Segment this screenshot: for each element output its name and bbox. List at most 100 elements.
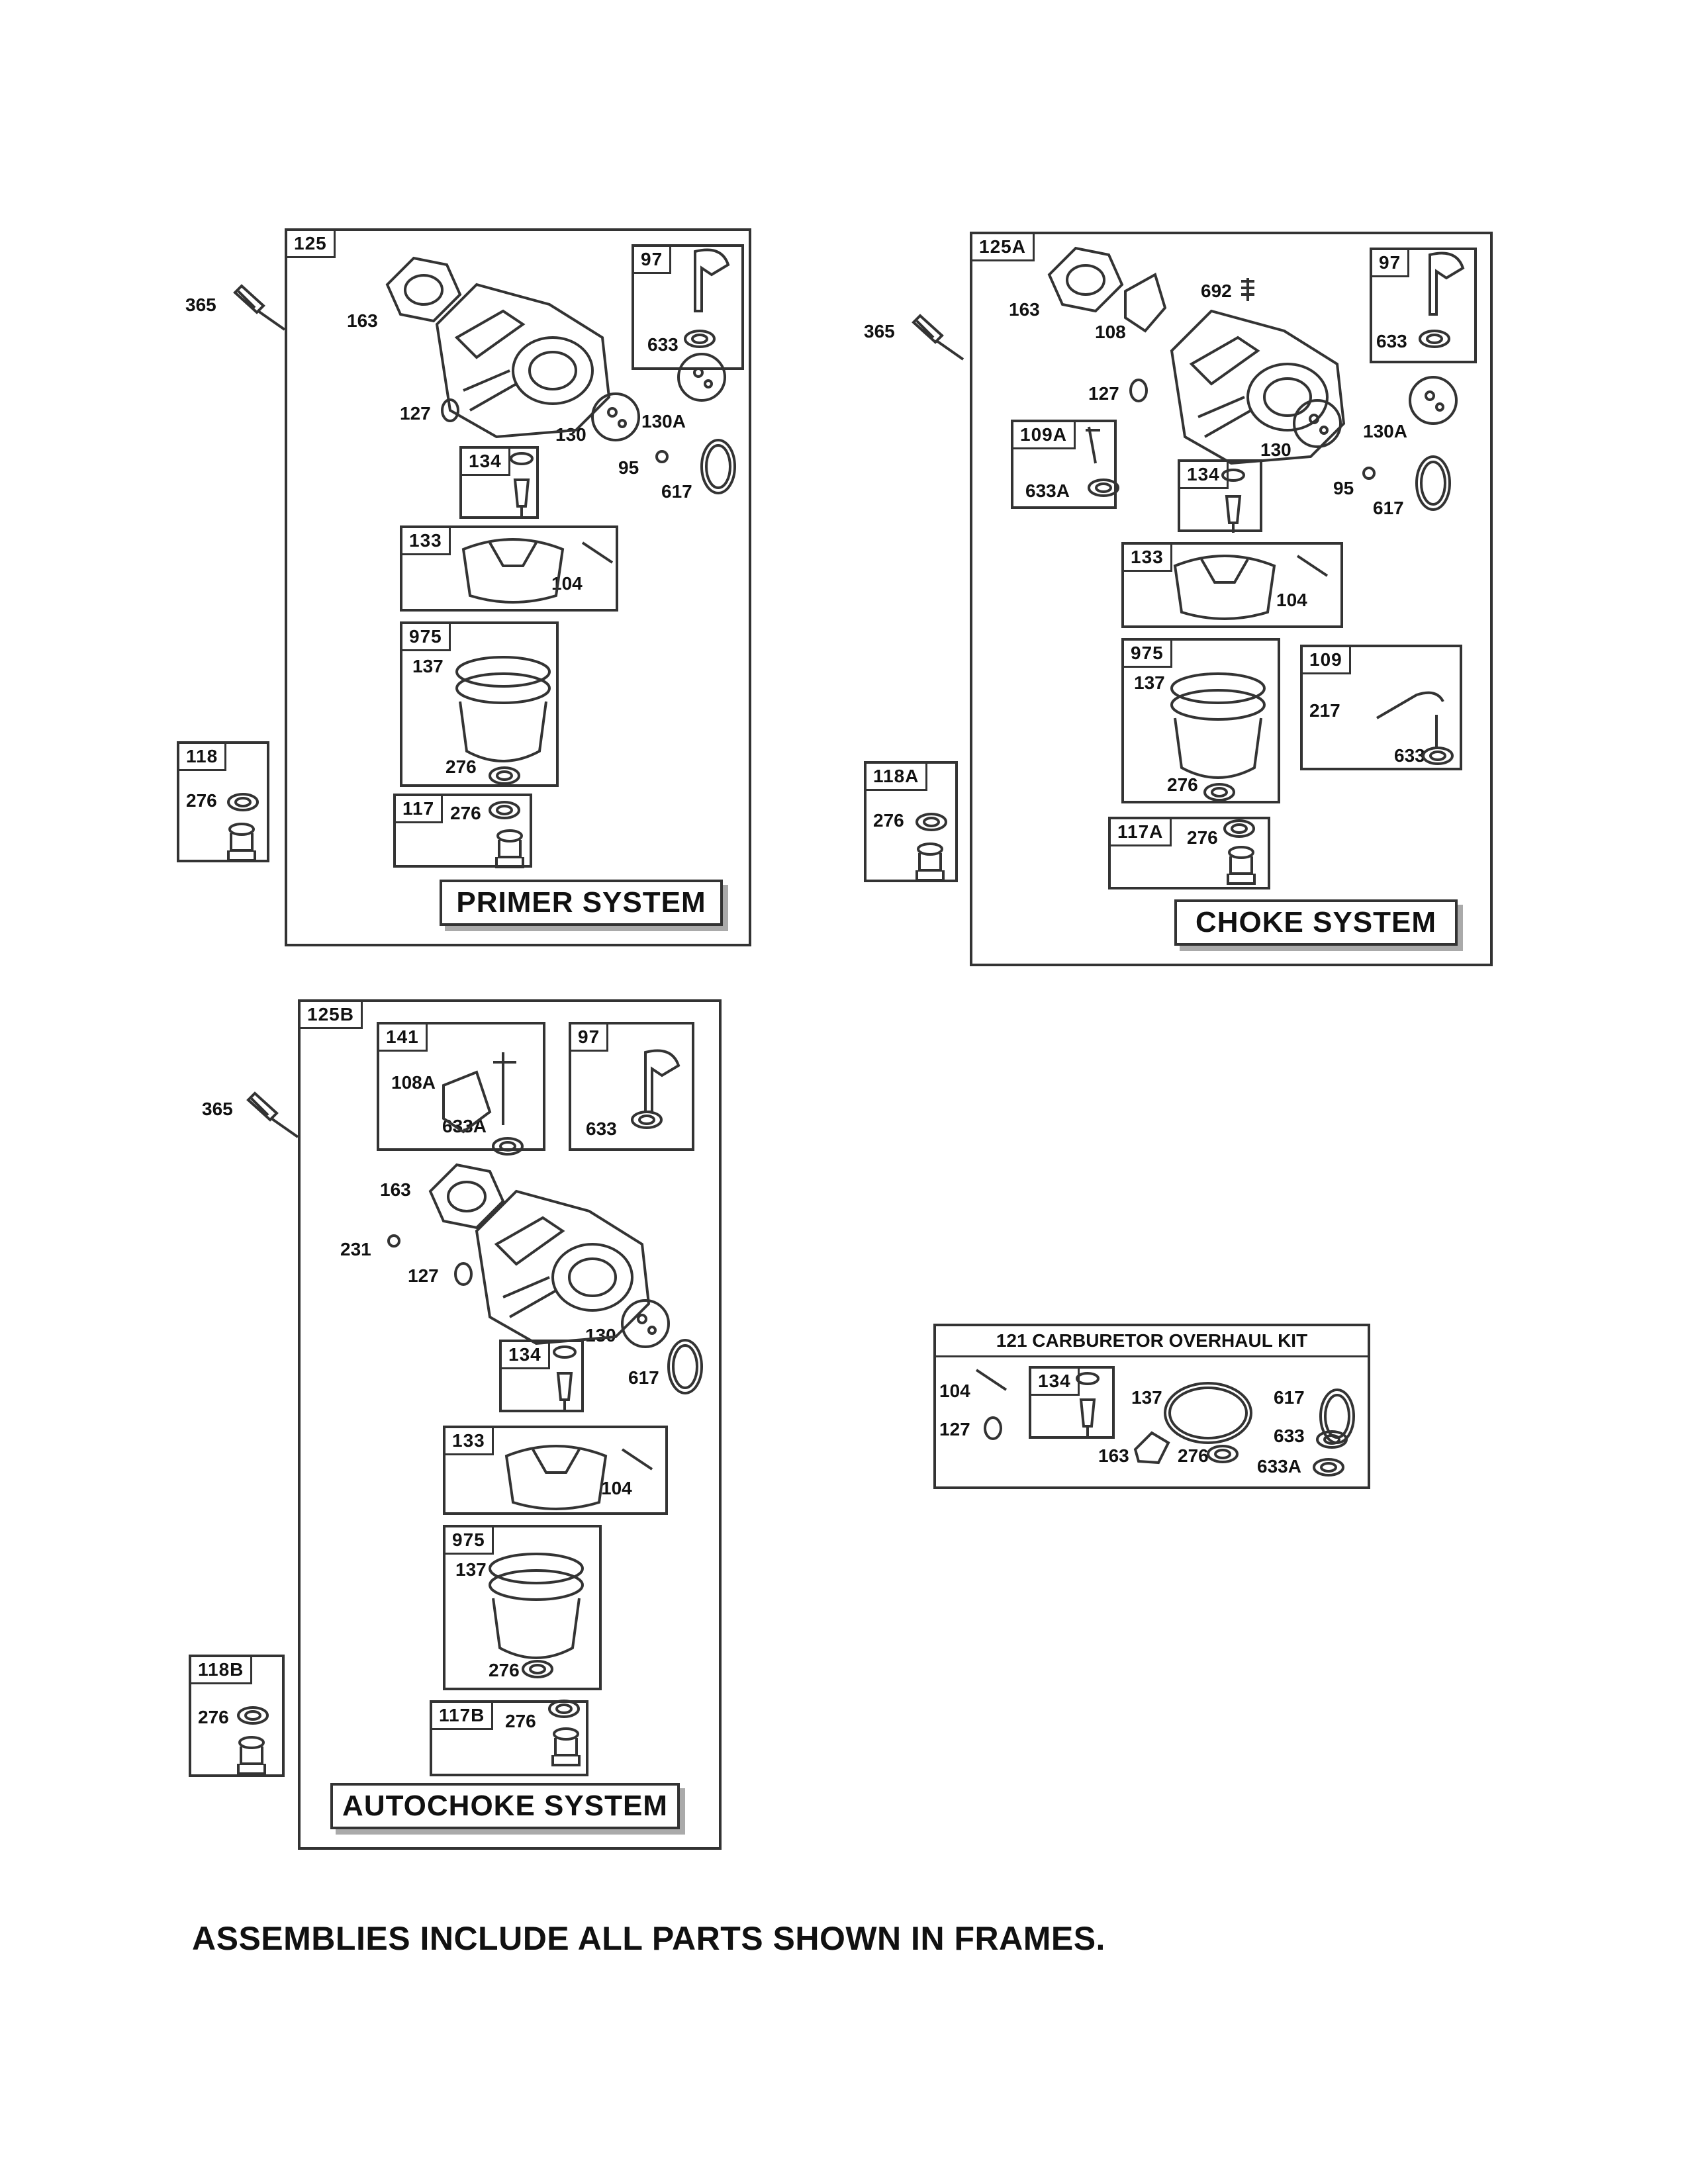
kit-pin-label: 104 (939, 1381, 970, 1401)
float-pin-label: 104 (1276, 590, 1307, 610)
kit-gasket-label: 137 (1131, 1387, 1162, 1408)
primer-system-frame: 125 97 633 163 127 130 130A 95 617 134 1… (285, 228, 751, 946)
oring-label: 617 (1373, 498, 1404, 518)
autochoke-system-title: AUTOCHOKE SYSTEM (330, 1783, 680, 1829)
shaft-part-label: 633A (1025, 480, 1070, 501)
oring-label: 617 (628, 1367, 659, 1388)
bowl-box-id: 975 (1124, 641, 1172, 668)
nut-box-id: 117 (396, 796, 444, 823)
nut-box: 117A 276 (1108, 817, 1270, 889)
lever-box: 97 633 (569, 1022, 694, 1151)
bowl-box: 975 137 276 (1121, 638, 1280, 803)
frame-id-tag: 125 (287, 231, 336, 258)
primer-side-box: 118 276 (177, 741, 269, 862)
choke-screw-label: 365 (864, 321, 895, 341)
lever-box: 97 633 (632, 244, 744, 370)
gasket-label: 163 (380, 1179, 411, 1200)
gasket-label: 163 (1009, 299, 1040, 320)
kit-oring-label: 617 (1274, 1387, 1305, 1408)
needle-box-id: 134 (462, 449, 510, 476)
seal-label: 127 (408, 1265, 439, 1286)
bowl-box: 975 137 276 (400, 621, 559, 787)
cover-label: 130A (1363, 421, 1407, 441)
autochoke-screw-label: 365 (202, 1099, 233, 1119)
kit-part1-label: 633 (1274, 1426, 1305, 1446)
primer-side-box-id: 118 (179, 744, 227, 771)
kit-gasket2-label: 163 (1098, 1445, 1129, 1466)
small-screw-label: 231 (340, 1239, 371, 1259)
lever-box-id: 97 (571, 1024, 609, 1052)
bowl-box: 975 137 276 (443, 1525, 602, 1690)
nut-box: 117B 276 (430, 1700, 588, 1776)
float-pin-label: 104 (551, 573, 583, 594)
spring-label: 692 (1201, 281, 1232, 301)
spring-box: 109 217 633 (1300, 645, 1462, 770)
shaft-part-label: 633A (442, 1116, 487, 1136)
float-pin-label: 104 (601, 1478, 632, 1498)
bulb-label: 130 (1260, 439, 1291, 460)
overhaul-kit-title: 121 CARBURETOR OVERHAUL KIT (936, 1326, 1368, 1357)
spring-box-part-label: 633 (1394, 745, 1425, 766)
primer-system-title: PRIMER SYSTEM (440, 880, 723, 926)
choke-system-frame: 125A 163 108 692 127 130 130A 95 617 97 … (970, 232, 1493, 966)
bulb-label: 130 (585, 1325, 616, 1345)
float-box: 133 104 (1121, 542, 1343, 628)
small-screw-label: 95 (618, 457, 639, 478)
spring-box-id: 109 (1303, 647, 1351, 674)
bowl-box-id: 975 (445, 1527, 494, 1555)
shaft-box-id: 141 (379, 1024, 428, 1052)
lever-part-label: 633 (647, 334, 679, 355)
needle-box: 134 (459, 446, 539, 519)
needle-box: 134 (499, 1340, 584, 1412)
kit-seal-label: 127 (939, 1419, 970, 1439)
needle-box: 134 (1178, 459, 1262, 532)
seal-label: 127 (1088, 383, 1119, 404)
overhaul-kit-frame: 121 CARBURETOR OVERHAUL KIT 104 127 134 … (933, 1324, 1370, 1489)
nut-washer-label: 276 (1187, 827, 1218, 848)
choke-side-box: 118A 276 (864, 761, 958, 882)
autochoke-system-frame: 125B 141 108A 633A 97 633 163 231 127 13… (298, 999, 722, 1850)
nut-box-id: 117A (1111, 819, 1172, 846)
kit-part2-label: 633A (1257, 1456, 1301, 1477)
primer-bulb-label: 130 (555, 424, 586, 445)
nut-box-id: 117B (432, 1703, 494, 1730)
bowl-gasket-label: 137 (455, 1559, 487, 1580)
float-box: 133 104 (443, 1426, 668, 1515)
autochoke-side-washer-label: 276 (198, 1707, 229, 1727)
nut-box: 117 276 (393, 794, 532, 868)
kit-needle-box-id: 134 (1031, 1369, 1080, 1396)
frame-id-tag: 125A (972, 234, 1035, 261)
cover-label: 130A (641, 411, 686, 432)
choke-side-washer-label: 276 (873, 810, 904, 831)
autochoke-side-box-id: 118B (191, 1657, 253, 1684)
gasket-label: 163 (347, 310, 378, 331)
shaft-box-id: 109A (1013, 422, 1076, 449)
float-box-id: 133 (445, 1428, 494, 1455)
lever-box-id: 97 (1372, 250, 1410, 277)
lever-part-label: 633 (1376, 331, 1407, 351)
nut-washer-label: 276 (505, 1711, 536, 1731)
needle-box-id: 134 (502, 1342, 550, 1369)
kit-washer-label: 276 (1178, 1445, 1209, 1466)
plate-label: 108A (391, 1072, 436, 1093)
float-box-id: 133 (402, 528, 451, 555)
needle-box-id: 134 (1180, 462, 1229, 489)
oring-label: 617 (661, 481, 692, 502)
choke-side-box-id: 118A (867, 764, 928, 791)
seal-label: 127 (400, 403, 431, 424)
primer-side-washer-label: 276 (186, 790, 217, 811)
bowl-gasket-label: 137 (1134, 672, 1165, 693)
small-screw-label: 95 (1333, 478, 1354, 498)
bowl-washer-label: 276 (1167, 774, 1198, 795)
kit-needle-box: 134 (1029, 1366, 1115, 1439)
shaft-box: 109A 633A (1011, 420, 1117, 509)
plate-label: 108 (1095, 322, 1126, 342)
float-box: 133 104 (400, 525, 618, 612)
bowl-washer-label: 276 (489, 1660, 520, 1680)
bowl-washer-label: 276 (445, 756, 477, 777)
choke-system-title: CHOKE SYSTEM (1174, 899, 1458, 946)
assemblies-footnote: ASSEMBLIES INCLUDE ALL PARTS SHOWN IN FR… (192, 1920, 1105, 1957)
autochoke-side-box: 118B 276 (189, 1655, 285, 1777)
primer-screw-label: 365 (185, 295, 216, 315)
shaft-box: 141 108A 633A (377, 1022, 545, 1151)
